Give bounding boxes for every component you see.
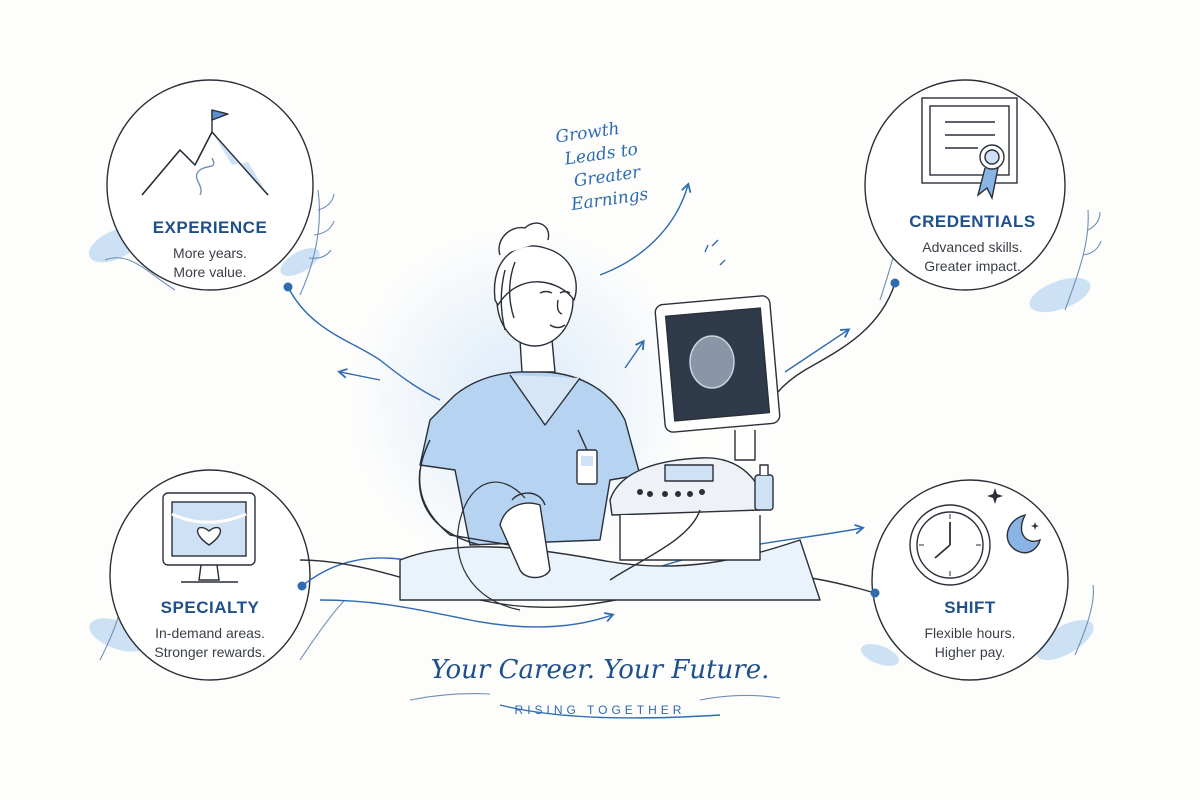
credentials-line-2: Greater impact. [924,258,1021,274]
footer-headline: Your Career. Your Future. [430,655,770,685]
footer-tagline: RISING TOGETHER [514,703,686,717]
credentials-label: CREDENTIALS Advanced skills. Greater imp… [885,212,1060,276]
shift-line-2: Higher pay. [934,644,1006,660]
decorative-sprigs [99,189,1102,701]
shift-line-1: Flexible hours. [924,625,1016,641]
connector-dots [283,278,900,598]
sonographer-illustration [399,222,821,611]
certificate-ribbon-icon [921,97,1018,201]
specialty-label: SPECIALTY In-demand areas. Stronger rewa… [130,598,290,662]
credentials-title: CREDENTIALS [909,212,1036,231]
mountain-flag-icon [141,109,269,196]
growth-note: Growth Leads to Greater Earnings [554,110,686,218]
credentials-line-1: Advanced skills. [922,239,1023,255]
shift-label: SHIFT Flexible hours. Higher pay. [895,598,1045,662]
specialty-title: SPECIALTY [160,598,260,617]
experience-title: EXPERIENCE [152,218,268,237]
experience-line-1: More years. [173,245,247,261]
specialty-line-2: Stronger rewards. [154,644,266,660]
specialty-circle [109,469,311,681]
ultrasound-monitor-heart-icon [162,492,256,583]
experience-label: EXPERIENCE More years. More value. [130,218,290,282]
shift-title: SHIFT [944,598,996,617]
specialty-line-1: In-demand areas. [155,625,265,641]
ultrasound-machine-illustration [609,295,781,581]
experience-line-2: More value. [173,264,247,280]
clock-moon-icon [909,488,1042,586]
